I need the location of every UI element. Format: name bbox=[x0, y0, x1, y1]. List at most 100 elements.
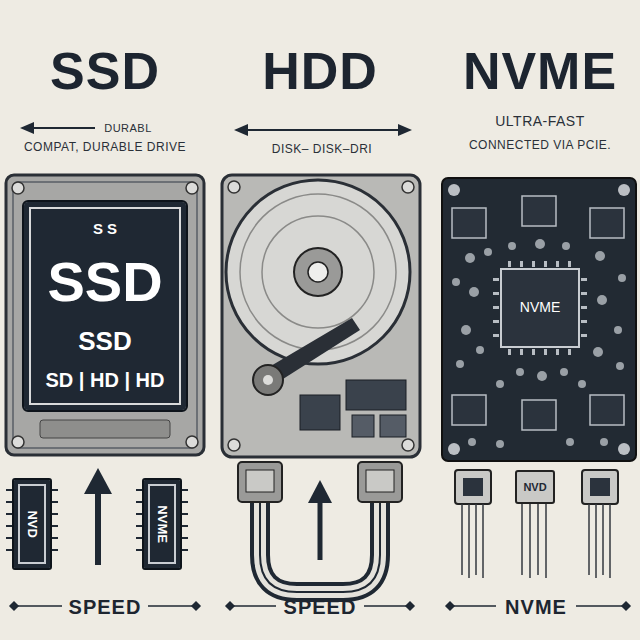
hdd-casing bbox=[222, 175, 420, 457]
ssd-casing bbox=[6, 175, 204, 455]
board-components bbox=[465, 253, 475, 263]
hdd-casing bbox=[402, 181, 414, 193]
nvme-board bbox=[618, 443, 630, 455]
top-arrows bbox=[20, 122, 412, 136]
board-components bbox=[595, 251, 605, 261]
hdd-components bbox=[300, 380, 406, 437]
chip-pins bbox=[581, 278, 587, 281]
chip-pins bbox=[581, 292, 587, 295]
board-components bbox=[461, 325, 471, 335]
nvme-chips bbox=[452, 196, 624, 430]
chip-pins bbox=[493, 278, 499, 281]
hdd-cable bbox=[238, 462, 402, 592]
ssd-casing bbox=[186, 182, 198, 194]
node-text: S S bbox=[93, 221, 117, 238]
bottom-rules bbox=[450, 605, 496, 607]
hdd-casing bbox=[402, 439, 414, 451]
memory-module: NVD bbox=[12, 478, 52, 570]
hdd-cable bbox=[246, 470, 274, 492]
pcie-wires bbox=[602, 504, 604, 575]
bottom-rules bbox=[446, 602, 454, 610]
nvme-chips bbox=[590, 208, 624, 238]
board-components bbox=[560, 368, 568, 376]
board-components bbox=[535, 239, 545, 249]
node-text: NVD bbox=[25, 510, 39, 537]
board-components bbox=[476, 346, 484, 354]
feature-note: DISK– DISK–DRI bbox=[272, 143, 372, 156]
chip-pins bbox=[520, 349, 523, 355]
module-pins bbox=[182, 549, 188, 551]
pcie-wires bbox=[529, 504, 531, 578]
bottom-rules bbox=[192, 602, 200, 610]
hdd-components bbox=[346, 380, 406, 410]
board-components bbox=[614, 326, 622, 334]
hdd-platter bbox=[226, 180, 410, 364]
bottom-rules bbox=[226, 602, 234, 610]
chip-pins bbox=[581, 320, 587, 323]
hdd-casing bbox=[228, 439, 240, 451]
board-components bbox=[469, 287, 479, 297]
pcie-wires bbox=[595, 504, 597, 578]
board-components bbox=[516, 368, 524, 376]
up-arrow bbox=[84, 468, 112, 565]
pcie-connectors bbox=[582, 470, 618, 504]
hdd-arm bbox=[253, 365, 283, 395]
top-arrows bbox=[34, 127, 95, 129]
top-arrows bbox=[398, 124, 412, 136]
chip-pins bbox=[493, 261, 587, 355]
node-text: NVME bbox=[155, 505, 169, 543]
nvme-board bbox=[448, 184, 460, 196]
bottom-rules bbox=[364, 605, 410, 607]
module-pins bbox=[52, 513, 58, 515]
chip-pins bbox=[544, 349, 547, 355]
chip-pins bbox=[556, 349, 559, 355]
pcie-connectors bbox=[455, 470, 618, 504]
hdd-components bbox=[352, 415, 374, 437]
board-components bbox=[452, 278, 460, 286]
memory-module: NVME bbox=[142, 478, 182, 570]
hdd-casing bbox=[222, 175, 420, 457]
hdd-casing bbox=[228, 181, 240, 193]
chip-pins bbox=[493, 334, 499, 337]
nvme-board bbox=[442, 178, 636, 461]
hdd-components bbox=[300, 395, 340, 430]
hdd-cable bbox=[308, 480, 332, 503]
hdd-arm bbox=[253, 318, 360, 395]
board-components bbox=[468, 438, 476, 446]
board-components bbox=[508, 242, 516, 250]
pcie-connectors bbox=[463, 478, 483, 496]
nvme-chips bbox=[452, 208, 486, 238]
column-heading: HDD bbox=[262, 43, 378, 100]
chip-pins bbox=[493, 292, 499, 295]
node-text: NVD bbox=[523, 481, 546, 493]
bottom-rules bbox=[10, 602, 18, 610]
bottom-rules bbox=[622, 602, 630, 610]
board-components bbox=[484, 248, 492, 256]
bottom-caption: NVME bbox=[505, 596, 567, 618]
pcie-wires bbox=[462, 504, 610, 578]
module-pins bbox=[52, 489, 58, 491]
feature-note: CONNECTED VIA PCIE. bbox=[469, 139, 611, 152]
board-components bbox=[452, 239, 626, 448]
node-text: SSD bbox=[78, 327, 131, 356]
module-pins bbox=[182, 489, 188, 491]
ssd-casing bbox=[12, 182, 24, 194]
ssd-casing bbox=[12, 436, 24, 448]
ssd-label-plate: S SSSDSSDSD | HD | HD bbox=[22, 200, 188, 412]
board-components bbox=[566, 438, 574, 446]
chip-pins bbox=[508, 349, 511, 355]
top-arrows bbox=[20, 122, 34, 134]
ssd-casing bbox=[40, 420, 170, 438]
chip-pins bbox=[520, 261, 523, 267]
feature-note: DURABL bbox=[104, 122, 152, 134]
chip-pins bbox=[493, 306, 499, 309]
node-text: NVME bbox=[520, 300, 560, 315]
hdd-cable bbox=[318, 500, 323, 560]
chip-pins bbox=[544, 261, 547, 267]
up-arrow bbox=[95, 490, 101, 565]
pcie-wires bbox=[545, 504, 547, 578]
hdd-platter bbox=[308, 262, 328, 282]
hdd-cable bbox=[358, 462, 402, 502]
pcie-wires bbox=[461, 504, 463, 575]
pcie-connectors bbox=[455, 470, 491, 504]
